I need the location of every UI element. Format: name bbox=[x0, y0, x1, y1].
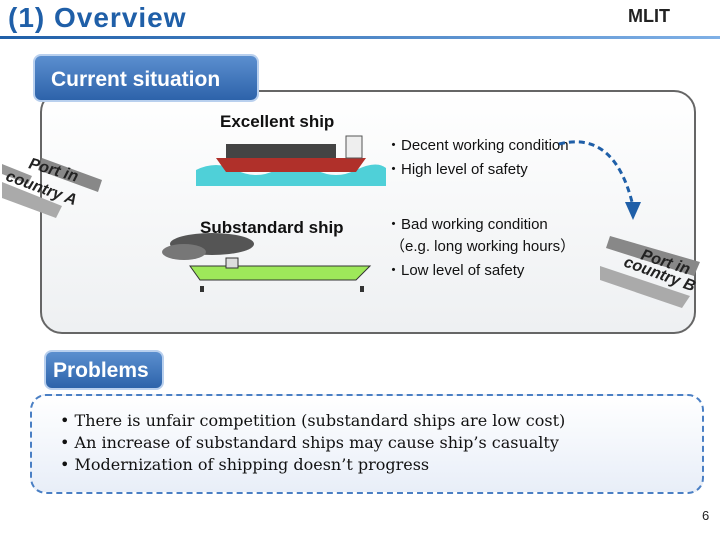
excellent-point-1: ・Decent working condition bbox=[386, 137, 569, 154]
svg-text:MLIT: MLIT bbox=[628, 6, 670, 24]
page-title: (1) Overview bbox=[8, 2, 187, 33]
excellent-ship-label: Excellent ship bbox=[220, 112, 335, 131]
current-situation-heading: Current situation bbox=[33, 54, 259, 102]
substandard-point-3: ・Low level of safety bbox=[386, 262, 525, 279]
port-b-graphic bbox=[600, 236, 700, 308]
page-number: 6 bbox=[702, 508, 710, 523]
problem-item-3: • Modernization of shipping doesn’t prog… bbox=[60, 455, 430, 474]
route-arrow bbox=[558, 140, 641, 220]
mlit-logo: MLIT bbox=[628, 6, 670, 24]
current-situation-panel bbox=[40, 90, 696, 334]
problem-item-2: • An increase of substandard ships may c… bbox=[60, 433, 559, 452]
substandard-ship-icon bbox=[162, 233, 372, 292]
substandard-ship-label: Substandard ship bbox=[200, 218, 344, 237]
problems-box bbox=[30, 394, 704, 494]
excellent-point-2: ・High level of safety bbox=[386, 161, 528, 178]
title-divider bbox=[0, 36, 720, 39]
port-a-graphic bbox=[2, 158, 102, 218]
problems-heading: Problems bbox=[44, 350, 164, 390]
excellent-ship-icon bbox=[196, 135, 386, 186]
substandard-point-2: （e.g. long working hours） bbox=[390, 238, 576, 255]
substandard-point-1: ・Bad working condition bbox=[386, 216, 548, 233]
problem-item-1: • There is unfair competition (substanda… bbox=[60, 411, 566, 430]
